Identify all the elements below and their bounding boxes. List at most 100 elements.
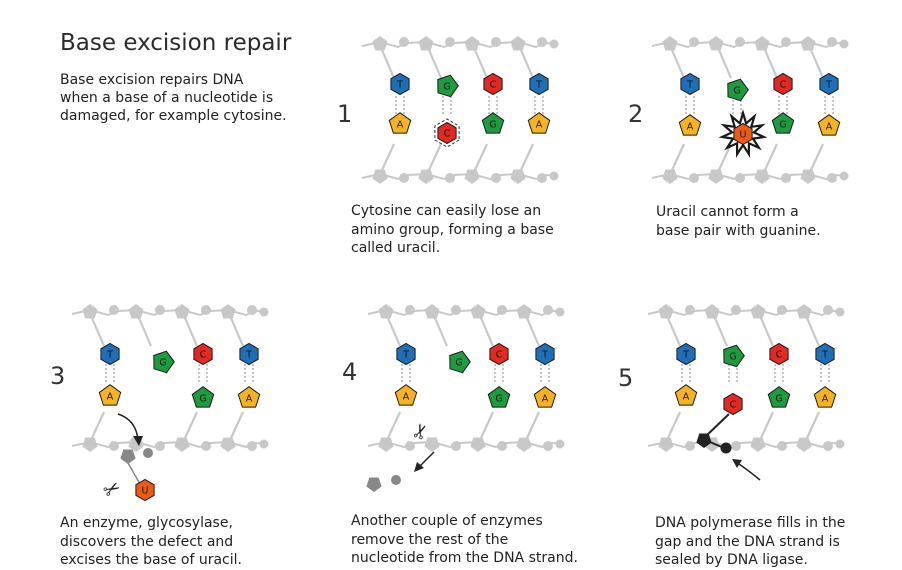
arrow-head [732,459,742,468]
sugar-icon [424,304,440,319]
scissors-icon: ✂ [99,474,126,503]
phosphate-icon [497,305,507,315]
backbone-line [71,440,269,449]
sugar-phosphate-backbone [647,437,845,452]
sugar-icon [800,36,816,51]
caption-line: An enzyme, glycosylase, [60,515,233,531]
caption-line: Cytosine can easily lose an [351,203,542,219]
sugar-phosphate-backbone [647,304,845,319]
thymine-shape [819,72,839,96]
base-letter: C [444,129,451,140]
sugar-icon [366,477,382,492]
adenine-shape [237,386,261,408]
nucleotide-link [670,49,686,79]
phosphate-icon [399,37,409,47]
phosphate-icon [555,307,565,317]
nucleotide-link [806,411,820,439]
cytosine-base: C [723,392,743,416]
phosphate-icon [259,307,269,317]
phosphate-icon [399,173,409,183]
step-2-number: 2 [628,100,644,128]
cytosine-shape [723,392,743,416]
sugar-icon [750,437,766,452]
caption-line: base pair with guanine. [656,222,821,239]
cytosine-base: C [193,342,213,366]
cytosine-shape [769,342,789,366]
nucleotide-link [520,143,534,171]
sugar-icon [120,449,136,464]
sugar-phosphate-backbone [651,169,849,184]
adenine-base: A [388,112,412,134]
sugar-icon [800,169,816,184]
nucleotide-link [519,49,535,79]
base-letter: C [496,350,503,361]
backbone-line [647,308,845,317]
sugar-icon [128,304,144,319]
phosphate-icon [201,441,211,451]
sugar-icon [754,36,770,51]
adenine-shape [817,114,841,136]
sugar-icon [82,304,98,319]
phosphate-icon [445,37,455,47]
step-4-caption: Another couple of enzymes remove the res… [351,512,578,568]
sugar-phosphate-backbone [651,36,849,51]
caption-line: Uracil cannot form a [656,204,799,220]
sugar-phosphate-backbone [367,304,565,319]
base-letter: A [536,120,543,131]
nucleotide-link [381,143,395,171]
intro-line: damaged, for example cytosine. [60,108,287,124]
nucleotide-link [667,411,681,439]
nucleotide-link [805,317,821,347]
cytosine-shape [483,72,503,96]
thymine-base: T [396,342,416,366]
sugar-icon [372,169,388,184]
backbone-line [361,40,559,49]
adenine-shape [394,384,418,406]
nucleotide-link [717,49,733,79]
thymine-base: T [676,342,696,366]
phosphate-icon [720,442,732,454]
caption-line: nucleotide from the DNA strand. [351,550,578,566]
sugar-icon [220,304,236,319]
phosphate-icon [451,441,461,451]
guanine-shape [487,386,511,408]
base-letter: G [775,394,782,405]
thymine-base: T [390,72,410,96]
cytosine-base: C [434,118,460,148]
uracil-shape [733,122,753,146]
nucleotide-link [525,317,541,347]
base-letter: A [826,122,833,133]
adenine-shape [813,386,837,408]
guanine-shape [771,112,795,134]
adenine-base: A [678,114,702,136]
sugar-icon [174,304,190,319]
phosphate-icon [827,37,837,47]
caption-line: excises the base of uracil. [60,552,242,568]
arrow-head [133,436,143,446]
base-letter: C [780,80,787,91]
backbone-line [651,172,849,181]
phosphate-icon [537,173,547,183]
nucleotide-link [91,411,105,439]
guanine-base: G [153,350,175,374]
thymine-shape [396,342,416,366]
adenine-base: A [813,386,837,408]
nucleotide-link [474,143,488,171]
nucleotide-link [127,462,141,485]
thymine-shape [676,342,696,366]
guanine-base: G [727,78,749,102]
sugar-phosphate-backbone [361,36,559,51]
backbone-line [361,172,559,181]
sugar-icon [372,36,388,51]
thymine-base: T [529,72,549,96]
sugar-icon [510,169,526,184]
thymine-base: T [815,342,835,366]
nucleotide-link [433,317,449,347]
caption-line: discovers the defect and [60,533,234,550]
phosphate-icon [735,173,745,183]
phosphate-icon [497,441,507,451]
phosphate-icon [491,173,501,183]
nucleotide-link [763,49,779,79]
base-letter: A [397,120,404,131]
base-letter: T [686,80,693,91]
